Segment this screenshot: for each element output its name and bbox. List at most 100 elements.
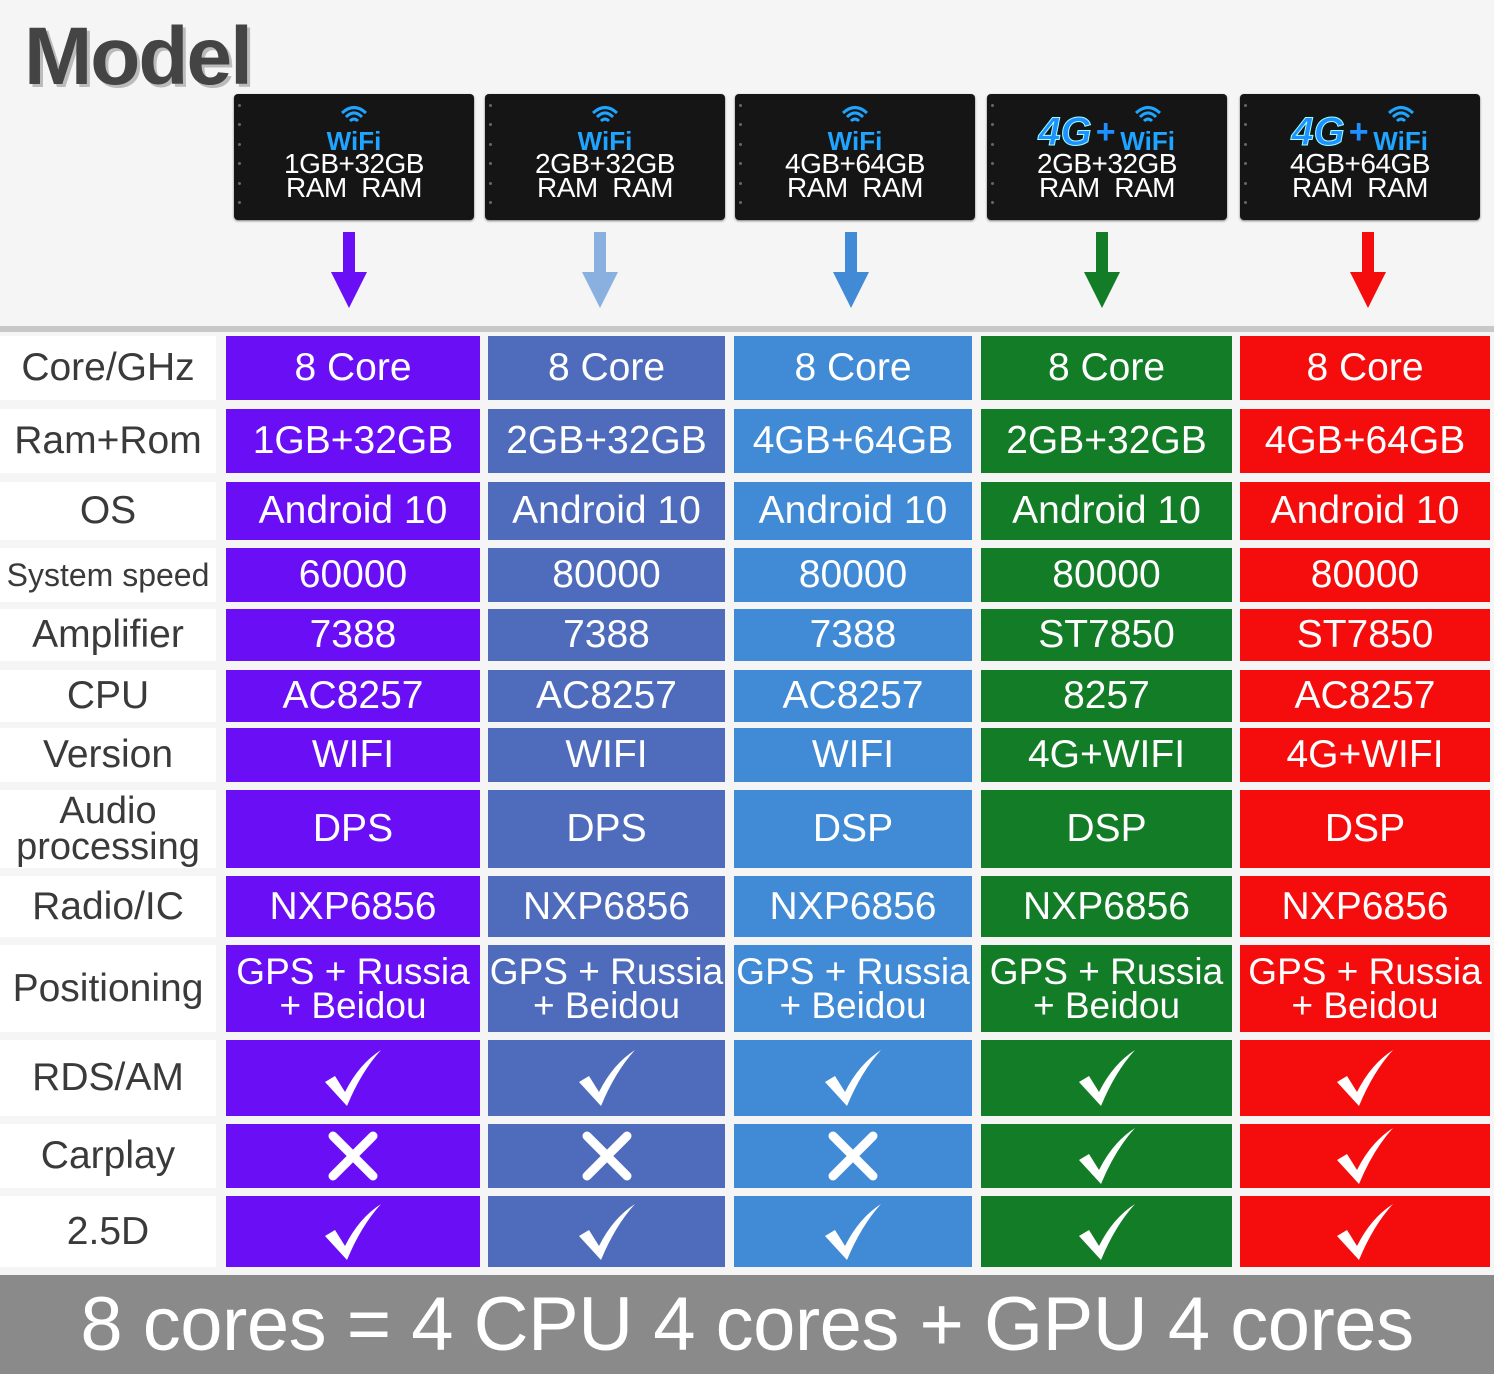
check-icon xyxy=(1240,1040,1490,1116)
check-icon xyxy=(981,1040,1232,1116)
wifi-icon: WiFi xyxy=(577,104,633,154)
spec-cell: 4GB+64GB xyxy=(1240,409,1490,473)
spec-cell: 8 Core xyxy=(1240,336,1490,400)
device-buttons xyxy=(238,104,242,204)
model-ram-label: 2GB+32GB xyxy=(1037,148,1177,179)
model-ram-sub: RAM RAM xyxy=(1039,172,1176,203)
spec-cell: Android 10 xyxy=(734,482,972,540)
down-arrow-icon xyxy=(833,232,869,308)
spec-cell: 2GB+32GB xyxy=(488,409,725,473)
check-icon xyxy=(981,1124,1232,1188)
spec-cell: DSP xyxy=(734,790,972,868)
spec-cell: 80000 xyxy=(981,548,1232,602)
spec-cell: 1GB+32GB xyxy=(226,409,480,473)
model-ram-sub: RAM RAM xyxy=(787,172,924,203)
spec-cell: AC8257 xyxy=(488,670,725,722)
spec-cell: 4G+WIFI xyxy=(981,728,1232,782)
model-ram-label: 2GB+32GB xyxy=(535,148,675,179)
spec-cell: 8 Core xyxy=(734,336,972,400)
spec-cell: 7388 xyxy=(226,609,480,661)
check-icon xyxy=(488,1040,725,1116)
model-ram-sub: RAM RAM xyxy=(286,172,423,203)
spec-cell: AC8257 xyxy=(734,670,972,722)
cross-icon xyxy=(734,1124,972,1188)
wifi-icon: WiFi xyxy=(1120,104,1176,154)
down-arrow-icon xyxy=(1084,232,1120,308)
check-icon xyxy=(734,1196,972,1267)
spec-cell: NXP6856 xyxy=(734,876,972,937)
row-label: RDS/AM xyxy=(0,1040,216,1116)
model-ram-label: 1GB+32GB xyxy=(284,148,424,179)
wifi-icon: WiFi xyxy=(1373,104,1429,154)
spec-cell: NXP6856 xyxy=(488,876,725,937)
device-buttons xyxy=(739,104,743,204)
check-icon xyxy=(981,1196,1232,1267)
spec-cell: WIFI xyxy=(488,728,725,782)
spec-cell: 7388 xyxy=(734,609,972,661)
spec-cell: Android 10 xyxy=(488,482,725,540)
spec-cell: 80000 xyxy=(1240,548,1490,602)
spec-cell: AC8257 xyxy=(1240,670,1490,722)
device-buttons xyxy=(991,104,995,204)
model-ram-sub: RAM RAM xyxy=(537,172,674,203)
spec-cell: 4GB+64GB xyxy=(734,409,972,473)
net-4g-label: 4G xyxy=(1038,110,1092,154)
check-icon xyxy=(1240,1124,1490,1188)
spec-cell: NXP6856 xyxy=(226,876,480,937)
row-label: Ram+Rom xyxy=(0,409,216,473)
model-ram-sub: RAM RAM xyxy=(1292,172,1429,203)
spec-cell: GPS + Russia + Beidou xyxy=(734,945,972,1032)
spec-cell: 8 Core xyxy=(226,336,480,400)
spec-cell: GPS + Russia + Beidou xyxy=(981,945,1232,1032)
spec-cell: ST7850 xyxy=(981,609,1232,661)
down-arrow-icon xyxy=(582,232,618,308)
check-icon xyxy=(226,1040,480,1116)
device-buttons xyxy=(489,104,493,204)
cross-icon xyxy=(488,1124,725,1188)
plus-label: + xyxy=(1095,113,1116,151)
wifi-label: WiFi xyxy=(827,126,883,156)
plus-label: + xyxy=(1348,113,1369,151)
row-label: System speed xyxy=(0,548,216,602)
row-label: Carplay xyxy=(0,1124,216,1188)
net-4g-label: 4G xyxy=(1291,110,1345,154)
spec-cell: WIFI xyxy=(734,728,972,782)
spec-cell: 7388 xyxy=(488,609,725,661)
down-arrow-icon xyxy=(1350,232,1386,308)
spec-cell: 8 Core xyxy=(488,336,725,400)
spec-cell: ST7850 xyxy=(1240,609,1490,661)
spec-cell: 2GB+32GB xyxy=(981,409,1232,473)
divider xyxy=(0,326,1494,332)
row-label: OS xyxy=(0,482,216,540)
footer-note: 8 cores = 4 CPU 4 cores + GPU 4 cores xyxy=(0,1275,1494,1374)
spec-cell: GPS + Russia + Beidou xyxy=(226,945,480,1032)
wifi-icon: WiFi xyxy=(827,104,883,156)
row-label: Version xyxy=(0,728,216,782)
row-label: 2.5D xyxy=(0,1196,216,1267)
model-ram-label: 4GB+64GB xyxy=(1290,148,1430,179)
model-ram-label: 4GB+64GB xyxy=(785,148,925,179)
check-icon xyxy=(226,1196,480,1267)
spec-cell: 60000 xyxy=(226,548,480,602)
down-arrow-icon xyxy=(331,232,367,308)
spec-cell: Android 10 xyxy=(1240,482,1490,540)
spec-cell: 80000 xyxy=(488,548,725,602)
spec-cell: 80000 xyxy=(734,548,972,602)
wifi-label: WiFi xyxy=(326,126,382,156)
spec-cell: Android 10 xyxy=(226,482,480,540)
spec-cell: DSP xyxy=(1240,790,1490,868)
spec-cell: 8 Core xyxy=(981,336,1232,400)
spec-cell: DPS xyxy=(226,790,480,868)
cross-icon xyxy=(226,1124,480,1188)
spec-cell: 4G+WIFI xyxy=(1240,728,1490,782)
spec-cell: NXP6856 xyxy=(981,876,1232,937)
spec-cell: DSP xyxy=(981,790,1232,868)
spec-cell: 8257 xyxy=(981,670,1232,722)
row-label: Positioning xyxy=(0,945,216,1032)
row-label: Audio processing xyxy=(0,790,216,868)
